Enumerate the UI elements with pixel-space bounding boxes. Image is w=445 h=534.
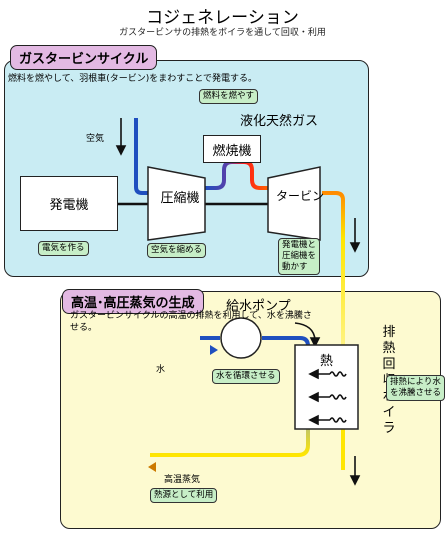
combustion-pipe [205, 160, 270, 190]
generator: 発電機 [20, 176, 118, 231]
steam-generation-panel [60, 291, 441, 529]
tag-boil-water: 排熱により水 を沸騰させる [386, 375, 445, 401]
turbine-shape [267, 166, 321, 241]
tag-circulate-water: 水を循環させる [212, 369, 280, 384]
tag-drive-generator: 発電機と 圧縮機を 動かす [278, 238, 321, 275]
tag-line: 発電機と [282, 240, 317, 250]
air-inlet-pipe [134, 118, 150, 195]
hrsg: 熱 [295, 345, 358, 429]
tag-compress-air: 空気を縮める [147, 243, 207, 258]
steam-generation-title: 高温･高圧蒸気の生成 [62, 289, 204, 314]
tag-line: 圧縮機を [282, 251, 317, 261]
tag-line: 動かす [282, 262, 308, 272]
air-label: 空気 [86, 134, 105, 144]
steam-generation-description: ガスタービンサイクルの高温の排熱を利用して、水を沸騰させる。 [70, 311, 312, 333]
diagram-title: コジェネレーション [146, 8, 299, 28]
tag-burn-fuel: 燃料を燃やす [199, 89, 259, 104]
combustor: 燃焼機 [203, 135, 261, 163]
tag-make-electricity: 電気を作る [38, 241, 89, 256]
lng-label: 液化天然ガス [240, 114, 319, 129]
exhaust-pipe [322, 191, 345, 345]
compressor-label: 圧縮機 [160, 191, 200, 206]
hrsg-box [294, 344, 359, 430]
tag-use-heat: 熱源として利用 [150, 488, 218, 503]
combustor-label: 燃焼機 [212, 143, 252, 159]
feed-pump-shape [220, 317, 262, 359]
water-label: 水 [156, 365, 166, 375]
gas-cycle-title: ガスタービンサイクル [10, 45, 158, 70]
tag-line: を沸騰させる [390, 388, 442, 398]
steam-label: 高温蒸気 [164, 475, 201, 485]
boiler-water-pipe [150, 352, 310, 457]
feed-pump-label: 給水ポンプ [226, 299, 291, 314]
diagram-subtitle: ガスタービンサの排熱をボイラを通して回収・利用 [119, 28, 326, 38]
turbine-label: タービン [275, 189, 324, 203]
tag-line: 排熱により水 [390, 377, 441, 387]
compressor-shape [147, 166, 206, 241]
gas-cycle-description: 燃料を燃やして、羽根車(タービン)をまわすことで発電する。 [8, 74, 258, 84]
generator-label: 発電機 [49, 198, 89, 213]
heat-label: 熱 [319, 354, 333, 369]
